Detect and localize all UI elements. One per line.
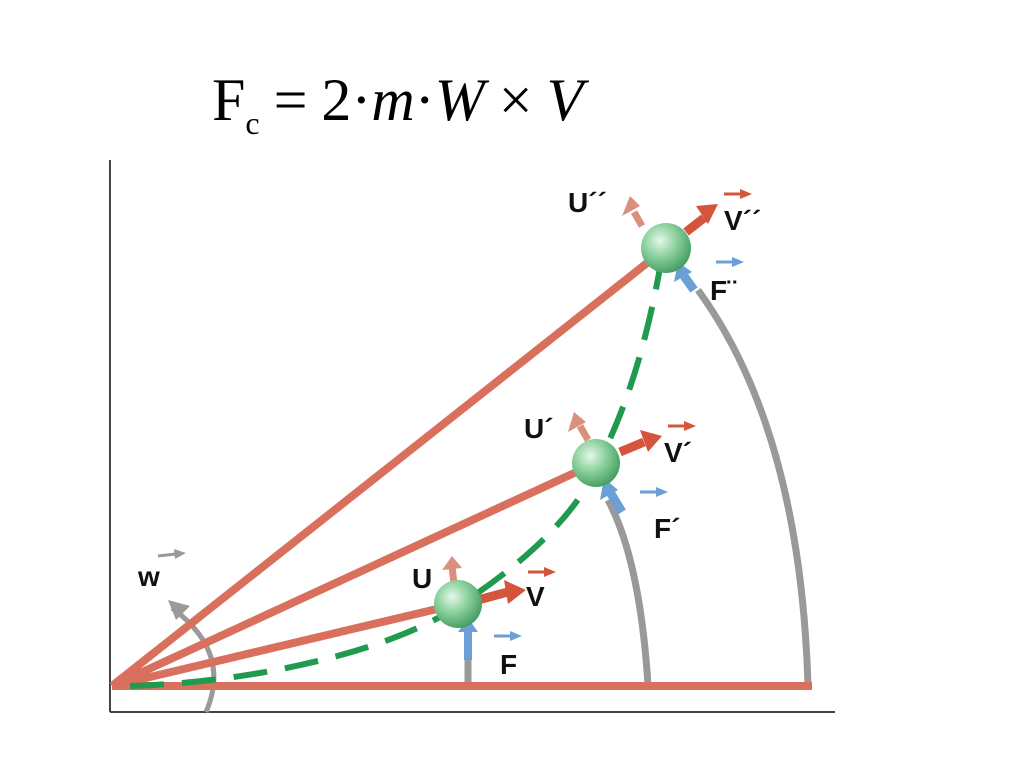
label-v2: V´	[664, 437, 692, 468]
v-arrow-2-shaft	[618, 437, 646, 457]
label-v3: V´´	[724, 205, 761, 236]
v2-vector-mark-head	[684, 421, 696, 431]
label-u1: U	[412, 563, 432, 594]
formula-dot-1: ·	[351, 67, 372, 133]
f2-vector-mark-head	[656, 487, 668, 497]
formula-subscript: c	[245, 105, 260, 141]
v-arrow-2-head	[640, 430, 662, 452]
f-arrow-3-shaft	[680, 273, 698, 293]
label-v1: V	[526, 581, 545, 612]
w-rotation-arc	[170, 605, 217, 713]
label-u3: U´´	[568, 187, 607, 218]
f1-vector-mark-head	[510, 631, 522, 641]
formula-factor: 2	[321, 67, 352, 133]
u-arrow-3-shaft	[630, 210, 646, 228]
w-vector-mark	[157, 552, 177, 558]
vector-arrows	[157, 189, 752, 641]
formula-omega: W	[434, 67, 485, 133]
v1-vector-mark-head	[544, 567, 556, 577]
radius-3	[109, 244, 669, 690]
ball-3-group	[622, 196, 718, 293]
v3-vector-mark-head	[740, 189, 752, 199]
formula-equals: =	[273, 67, 308, 133]
label-f3: F¨	[710, 275, 737, 306]
label-u2: U´	[524, 413, 554, 444]
formula-cross: ×	[498, 67, 533, 133]
ball-1-group	[434, 556, 526, 660]
w-rotation-arrowhead	[168, 600, 190, 620]
u-arrow-3-head	[622, 196, 640, 216]
f3-vector-mark-head	[732, 257, 744, 267]
radius-1	[111, 600, 459, 690]
u-arrow-2-shaft	[576, 424, 592, 442]
ball-2-group	[568, 412, 662, 515]
v-arrow-1-head	[504, 580, 526, 604]
v-arrow-3-head	[696, 204, 718, 224]
radius-2	[110, 459, 598, 690]
ball-3	[641, 223, 691, 273]
formula-dot-2: ·	[414, 67, 435, 133]
arc-3	[695, 287, 812, 686]
ball-2	[572, 439, 620, 487]
label-f1: F	[500, 649, 517, 680]
arc-2	[604, 498, 652, 686]
formula-mass: m	[371, 67, 415, 133]
u-arrow-1-head	[442, 556, 462, 570]
formula-velocity: V	[546, 67, 584, 133]
label-w: w	[137, 561, 160, 592]
f-arrow-2-shaft	[606, 489, 626, 515]
ball-1	[434, 580, 482, 628]
v-arrow-3-shaft	[683, 214, 707, 236]
formula-force: F	[212, 67, 246, 133]
trajectory-path	[129, 249, 666, 689]
w-vector-mark-head	[174, 549, 186, 559]
coriolis-formula: Fc=2·m·W×V	[212, 70, 583, 139]
v-arrow-1-shaft	[476, 587, 510, 605]
label-f2: F´	[654, 513, 680, 544]
u-arrow-2-head	[568, 412, 586, 432]
